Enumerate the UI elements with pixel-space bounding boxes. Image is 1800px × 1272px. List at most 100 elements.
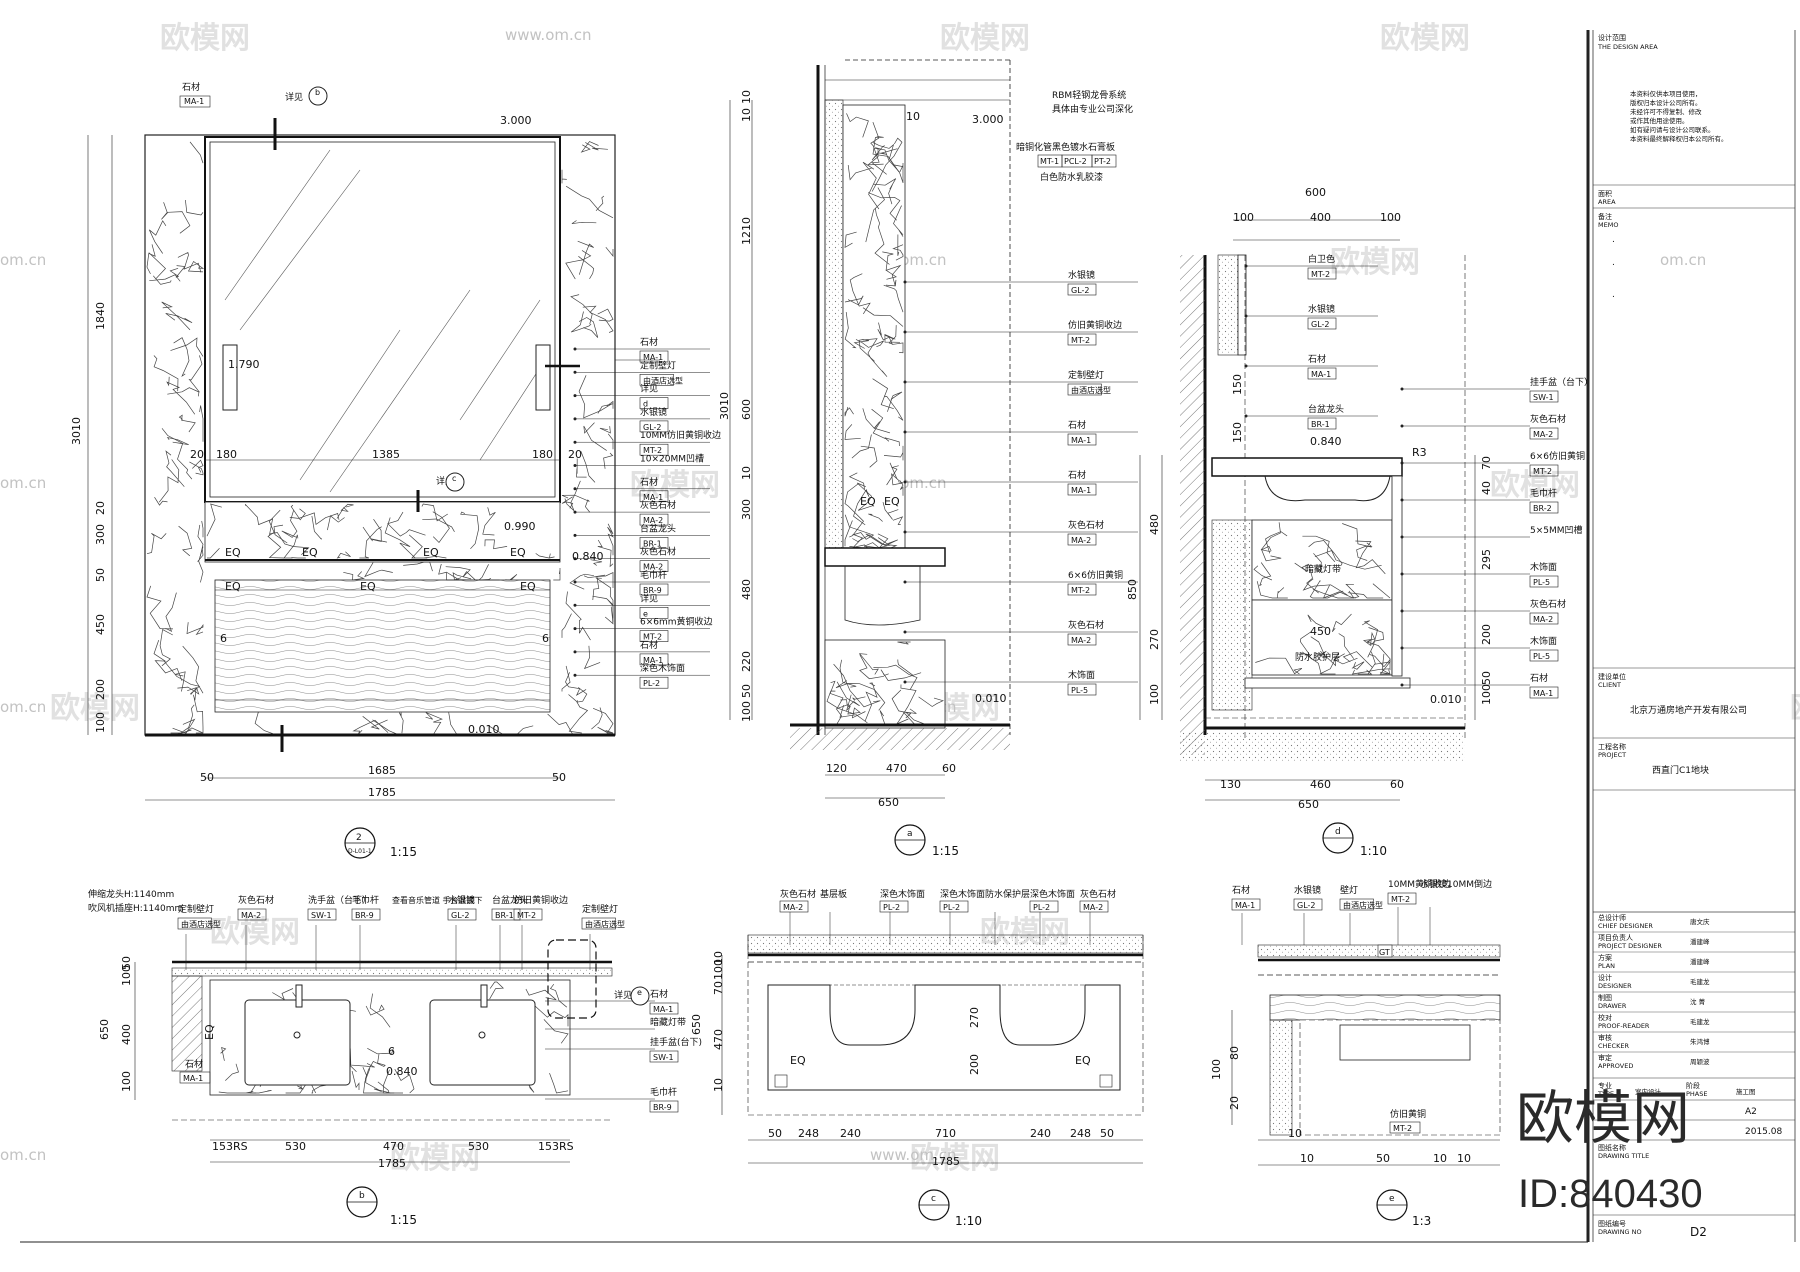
watermark-url: www.om.cn bbox=[505, 26, 592, 44]
c-dim-248a: 248 bbox=[798, 1127, 819, 1140]
e2-eq-3: EQ bbox=[423, 546, 439, 559]
section-a-leaders bbox=[903, 280, 1138, 684]
a-level-top: 3.000 bbox=[972, 113, 1004, 126]
e-dim-50: 50 bbox=[1376, 1152, 1390, 1165]
d-dim-650: 650 bbox=[1298, 798, 1319, 811]
e2-level-0990: 0.990 bbox=[504, 520, 536, 533]
tb-note: 本资料仅供本项目使用， bbox=[1630, 89, 1702, 98]
tb-role-cn: 制图 bbox=[1598, 993, 1612, 1002]
tb-type-en: TYPE bbox=[1597, 1090, 1614, 1098]
watermark-url: om.cn bbox=[0, 1146, 46, 1164]
brand-overlay: 欧模网 ID:840430 bbox=[1516, 1086, 1703, 1216]
callout-code: MT-2 bbox=[1533, 467, 1552, 476]
callout-label: 灰色石材 bbox=[1530, 413, 1566, 425]
a-scale: 1:15 bbox=[932, 844, 959, 858]
e2-sheet-ref: D-L01-1 bbox=[348, 848, 372, 855]
b-dim-153b: 153RS bbox=[538, 1140, 574, 1153]
callout-code: MA-1 bbox=[653, 1005, 673, 1014]
callout-label: 5×5MM凹槽 bbox=[1530, 524, 1583, 536]
d-dim-100r: 100 bbox=[1480, 684, 1493, 705]
c-eq-1: EQ bbox=[790, 1054, 806, 1067]
e2-dim-50r: 50 bbox=[552, 771, 566, 784]
callout-code: BR-1 bbox=[643, 539, 662, 548]
e2-eq-6: EQ bbox=[360, 580, 376, 593]
d-dim-150a: 150 bbox=[1231, 374, 1244, 395]
e-ref: GT bbox=[1379, 948, 1390, 957]
callout-label: 洗手盆（台下） bbox=[308, 894, 371, 906]
callout-code: PL-5 bbox=[1071, 686, 1088, 695]
counter-marble bbox=[206, 503, 555, 559]
b-top-note: 查看音乐管道 手台盆底下 bbox=[392, 895, 483, 905]
watermark-brand: 欧模网 bbox=[910, 1141, 1000, 1176]
c-dim-248b: 248 bbox=[1070, 1127, 1091, 1140]
tb-role-en: CHECKER bbox=[1598, 1042, 1629, 1050]
callout-code: MA-2 bbox=[783, 903, 803, 912]
sink-right bbox=[429, 999, 536, 1086]
callout-label: 定制壁灯 bbox=[1068, 369, 1104, 381]
callout-code: PL-2 bbox=[643, 679, 660, 688]
c-dim-70: 70 bbox=[712, 981, 725, 995]
callout-label: 石材 bbox=[1308, 353, 1326, 365]
a-mt-sub: 白色防水乳胶漆 bbox=[1040, 171, 1103, 183]
d-scale: 1:10 bbox=[1360, 844, 1387, 858]
tb-role-en: PROOF-READER bbox=[1598, 1022, 1650, 1030]
e-letter: e bbox=[1389, 1194, 1395, 1204]
watermark-url: om.cn bbox=[0, 474, 46, 492]
b-dim-530b: 530 bbox=[468, 1140, 489, 1153]
e2-eq-2: EQ bbox=[302, 546, 318, 559]
e-dim-10a: 10 bbox=[1288, 1127, 1302, 1140]
e2-dim-h-1385: 1385 bbox=[372, 448, 400, 461]
callout-label: 台盆龙头 bbox=[1308, 403, 1344, 415]
e2-dim-450: 450 bbox=[94, 614, 107, 635]
e2-detail-b-ref: 详见 bbox=[285, 91, 303, 103]
tb-client-value: 北京万通房地产开发有限公司 bbox=[1630, 704, 1747, 716]
d-r3: R3 bbox=[1412, 446, 1427, 459]
tb-note: 本资料最终解释权归本公司所有。 bbox=[1630, 134, 1728, 143]
a-mt-code-2: PCL-2 bbox=[1064, 157, 1087, 166]
c-dim-270: 270 bbox=[968, 1007, 981, 1028]
callout-code: 由酒店选型 bbox=[643, 375, 683, 385]
tb-design-area-cn: 设计范围 bbox=[1598, 33, 1626, 42]
tb-role-name: 潘建峰 bbox=[1690, 937, 1710, 946]
callout-code: MA-2 bbox=[1533, 615, 1553, 624]
callout-label: 壁灯 bbox=[1340, 884, 1358, 896]
tb-phase-value: 施工图 bbox=[1736, 1087, 1756, 1096]
tb-memo-3: . bbox=[1612, 290, 1615, 300]
callout-label: 深色木饰面 bbox=[1030, 888, 1075, 900]
title-block: 设计范围 THE DESIGN AREA 本资料仅供本项目使用，版权归本设计公司… bbox=[1592, 30, 1796, 1242]
callout-label: 深色木饰面 bbox=[880, 888, 925, 900]
callout-code: GL-2 bbox=[1311, 320, 1330, 329]
callout-code: d bbox=[643, 400, 648, 409]
callout-code: MA-2 bbox=[241, 911, 261, 920]
e2-dim-h-180b: 180 bbox=[532, 448, 553, 461]
callout-label: 挂手盆（台下） bbox=[1530, 376, 1593, 388]
tb-note: 如有疑问请与设计公司联系。 bbox=[1630, 125, 1715, 134]
d-dim-100a: 100 bbox=[1233, 211, 1254, 224]
c-letter: c bbox=[931, 1194, 936, 1204]
c-eq-2: EQ bbox=[1075, 1054, 1091, 1067]
b-detail-ref: 详见 bbox=[614, 989, 632, 1001]
marble-texture bbox=[146, 141, 614, 735]
callout-label: 石材 bbox=[1068, 469, 1086, 481]
callout-code: GL-2 bbox=[451, 911, 470, 920]
d-dim-40: 40 bbox=[1480, 481, 1493, 495]
tb-drawing-no-cn: 图纸编号 bbox=[1598, 1219, 1626, 1228]
section-a: 10 10 1210 3010 600 10 300 480 220 50 10… bbox=[718, 59, 1138, 858]
a-dim-10c: 10 bbox=[740, 466, 753, 480]
e2-level-0840: 0.840 bbox=[572, 550, 604, 563]
callout-label: 深色木饰面 bbox=[940, 888, 985, 900]
section-a-marble bbox=[844, 113, 904, 549]
callout-label: 灰色石材 bbox=[1530, 598, 1566, 610]
e-dim-10b: 10 bbox=[1300, 1152, 1314, 1165]
e2-dim-3010: 3010 bbox=[70, 417, 83, 445]
e-bottom-label-cn: 仿旧黄铜 bbox=[1390, 1108, 1426, 1120]
c-scale: 1:10 bbox=[955, 1214, 982, 1228]
d-dim-150b: 150 bbox=[1231, 422, 1244, 443]
watermark-brand: 欧模网 bbox=[1330, 245, 1420, 280]
watermark-brand: 欧模网 bbox=[50, 691, 140, 726]
c-dim-200: 200 bbox=[968, 1054, 981, 1075]
a-dim-600: 600 bbox=[740, 399, 753, 420]
section-b-leaders bbox=[185, 925, 655, 1100]
tb-client-en: CLIENT bbox=[1598, 681, 1621, 689]
b-note-2: 吹风机插座H:1140mm bbox=[88, 902, 183, 914]
